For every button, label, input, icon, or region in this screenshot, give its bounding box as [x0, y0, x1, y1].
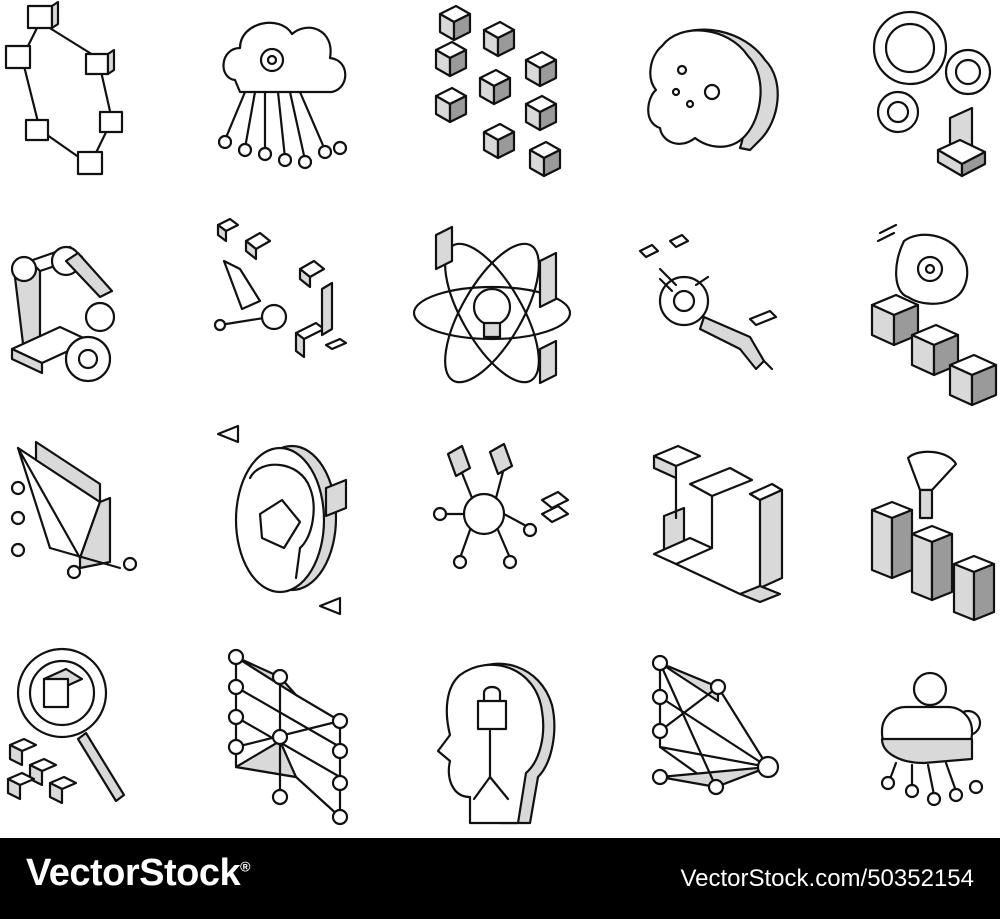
funnel-bars-icon — [800, 418, 1000, 627]
brand-name: VectorStock — [26, 852, 241, 894]
triangle-network-icon — [0, 418, 200, 627]
image-id: VectorStock.com/50352154 — [680, 865, 974, 892]
atom-lightbulb-icon — [400, 209, 600, 418]
gear-neuron-icon — [600, 209, 800, 418]
brand-logo: VectorStock® — [26, 852, 250, 895]
robotic-arm-icon — [0, 209, 200, 418]
brain-icon — [600, 0, 800, 209]
cube-cluster-icon — [400, 0, 600, 209]
icon-grid — [0, 0, 1000, 836]
flowchart-icon — [600, 418, 800, 627]
magnifier-cubes-icon — [0, 627, 200, 836]
gears-icon — [800, 0, 1000, 209]
head-lock-icon — [400, 627, 600, 836]
neuron-nodes-icon — [200, 209, 400, 418]
registered-mark: ® — [240, 858, 250, 875]
brain-gear-servers-icon — [800, 209, 1000, 418]
head-coin-icon — [200, 418, 400, 627]
people-nodes-icon — [800, 627, 1000, 836]
neural-network-icon — [200, 627, 400, 836]
cloud-computing-icon — [200, 0, 400, 209]
watermark-footer: VectorStock® VectorStock.com/50352154 — [0, 838, 1000, 919]
node-hub-icon — [400, 418, 600, 627]
mesh-network-icon — [600, 627, 800, 836]
hexagon-network-icon — [0, 0, 200, 209]
